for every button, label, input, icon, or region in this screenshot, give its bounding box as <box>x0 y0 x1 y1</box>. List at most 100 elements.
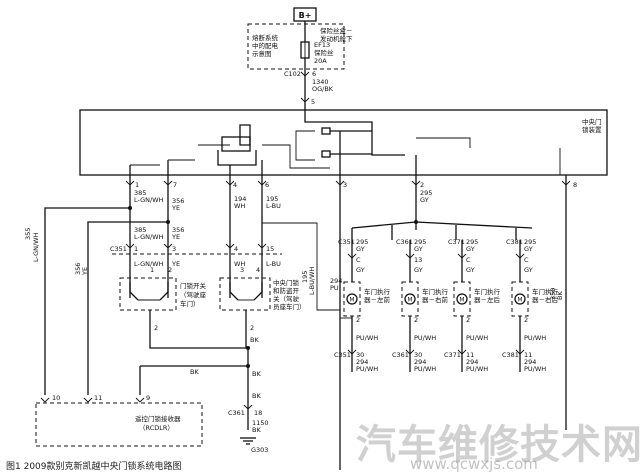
central-lock-switch-box <box>219 277 271 311</box>
actuator-top-num: 295 <box>524 238 536 246</box>
rcdlr-pin-10: 10 <box>52 394 60 402</box>
switch-right-label-2: 和防盗开 <box>273 286 300 295</box>
actuator-pin2: 2 <box>524 316 528 324</box>
actuator-conn2: C351 <box>334 351 351 359</box>
ground-ref: G303 <box>251 446 268 454</box>
actuator-bottom-num: 294 <box>356 358 368 366</box>
ground-color: BK <box>252 426 261 434</box>
module-pin-4: 4 <box>233 181 237 189</box>
actuator-pin-chevron <box>347 253 357 259</box>
c351-color-4: L-BU <box>266 260 281 268</box>
rcdlr-label-1: 遥控门锁接收器 <box>135 414 181 423</box>
module-pin-7: 7 <box>173 181 177 189</box>
c351-pin-3: 3 <box>172 245 176 253</box>
wire-195-color: L-BU <box>266 202 281 210</box>
figure-caption: 图1 2009款别克新凯越中央门锁系统电路图 <box>6 462 182 472</box>
actuator-bottom-num: 294 <box>524 358 536 366</box>
fuse-box-outline <box>247 23 345 70</box>
switch-out-pin: 2 <box>154 324 158 332</box>
actuator-pin2: 2 <box>414 316 418 324</box>
actuator-conn: C381 <box>506 238 523 246</box>
actuator-pin: 13 <box>414 256 422 264</box>
actuator-top-num: 295 <box>356 238 368 246</box>
c351-ref: C351 <box>110 245 127 253</box>
wire-356-color: YE <box>171 204 180 212</box>
switch2-pin-4: 4 <box>256 266 260 274</box>
fuse-note-3: 示意图 <box>252 49 272 58</box>
wire-356b-color: YE <box>81 267 89 276</box>
c351-color-1: L-GN/WH <box>134 260 164 268</box>
wire-385-color: L-GN/WH <box>134 196 164 204</box>
actuator-pin-chevron <box>457 253 467 259</box>
actuator-top-num: 295 <box>466 238 478 246</box>
wire-295-color: GY <box>420 196 429 204</box>
rcdlr-label-2: （RCDLR） <box>139 424 174 432</box>
actuator-bottom-color-upper: PU/WH <box>524 334 546 342</box>
actuator-label-2: 器－左前 <box>364 295 391 304</box>
actuator-label-1: 车门执行 <box>364 287 391 296</box>
actuator-bottom-color: PU/WH <box>356 365 378 373</box>
actuator-label-1: 车门执行 <box>474 287 501 296</box>
top-note-1: 保险丝盒－ <box>320 26 353 35</box>
module-pins <box>125 180 571 186</box>
actuator-pin3: 11 <box>466 351 474 359</box>
motor-icon <box>456 293 468 305</box>
wire-356b-num: 356 <box>74 263 82 275</box>
rcdlr-pin-9: 9 <box>146 394 150 402</box>
motor-icon <box>346 293 358 305</box>
module-label-1: 中央门 <box>582 117 602 126</box>
c351-color-2: YE <box>171 260 180 268</box>
bk-label-4: BK <box>252 392 261 400</box>
c351-pin-chevrons <box>125 243 267 249</box>
switch-left-label-2: （驾驶座 <box>180 290 207 299</box>
module-pin-1: 1 <box>135 181 139 189</box>
actuator-mid-color: GY <box>414 266 423 274</box>
switch2-out-pin: 2 <box>250 324 254 332</box>
watermark-url: www.qcwxjs.com <box>410 455 538 473</box>
actuator-top-color: GY <box>466 245 475 253</box>
actuator-pin2: 2 <box>466 316 470 324</box>
actuator-label-1: 车门执行 <box>422 287 449 296</box>
actuator-bottom-color: PU/WH <box>414 365 436 373</box>
actuator-conn: C371 <box>448 238 465 246</box>
actuator-conn: C351 <box>338 238 355 246</box>
rcdlr-pin-11: 11 <box>94 394 102 402</box>
central-lock-module <box>79 109 608 176</box>
fuse-id: EF13 <box>314 41 330 49</box>
wire-385-num: 385 <box>134 189 146 197</box>
top-connector-pin: 6 <box>312 70 316 78</box>
motor-symbol: M <box>349 297 354 304</box>
top-circuit-number: 1340 <box>312 78 329 86</box>
actuator-pin: C <box>466 256 471 264</box>
top-note-2: 发动机舱下 <box>320 34 353 43</box>
actuator-bottom-color: PU/WH <box>524 365 546 373</box>
wire-295-num: 295 <box>420 189 432 197</box>
relay-contact-lower <box>321 150 331 158</box>
motor-symbol: M <box>459 297 464 304</box>
wire-350-color: BK <box>556 291 564 300</box>
switch-right-label-3: 关（驾驶 <box>273 294 300 303</box>
wire-356c-color: YE <box>171 233 180 241</box>
actuator-pin3: 30 <box>356 351 364 359</box>
actuator-bottom-chevron <box>405 349 415 355</box>
wire-294-num: 294 <box>330 277 342 285</box>
actuator-pin: C <box>524 256 529 264</box>
actuator-label-2: 器－左后 <box>474 295 501 304</box>
actuator-conn: C361 <box>396 238 413 246</box>
actuator-label-2: 器－右前 <box>422 295 449 304</box>
actuator-bottom-chevron <box>457 349 467 355</box>
actuator-pin2: 2 <box>356 316 360 324</box>
wire-194-color: WH <box>234 202 245 210</box>
module-pin-8: 8 <box>573 181 577 189</box>
module-pin-6: 6 <box>265 181 269 189</box>
ground-pin: 18 <box>254 409 262 417</box>
actuator-top-num: 295 <box>414 238 426 246</box>
fuse-note-2: 中的配电 <box>252 41 279 50</box>
module-pin-2: 2 <box>420 181 424 189</box>
module-pin-5: 5 <box>311 98 315 106</box>
switch2-pin-3: 3 <box>240 266 244 274</box>
module-pin-3: 3 <box>343 181 347 189</box>
battery-label: B+ <box>299 11 312 20</box>
